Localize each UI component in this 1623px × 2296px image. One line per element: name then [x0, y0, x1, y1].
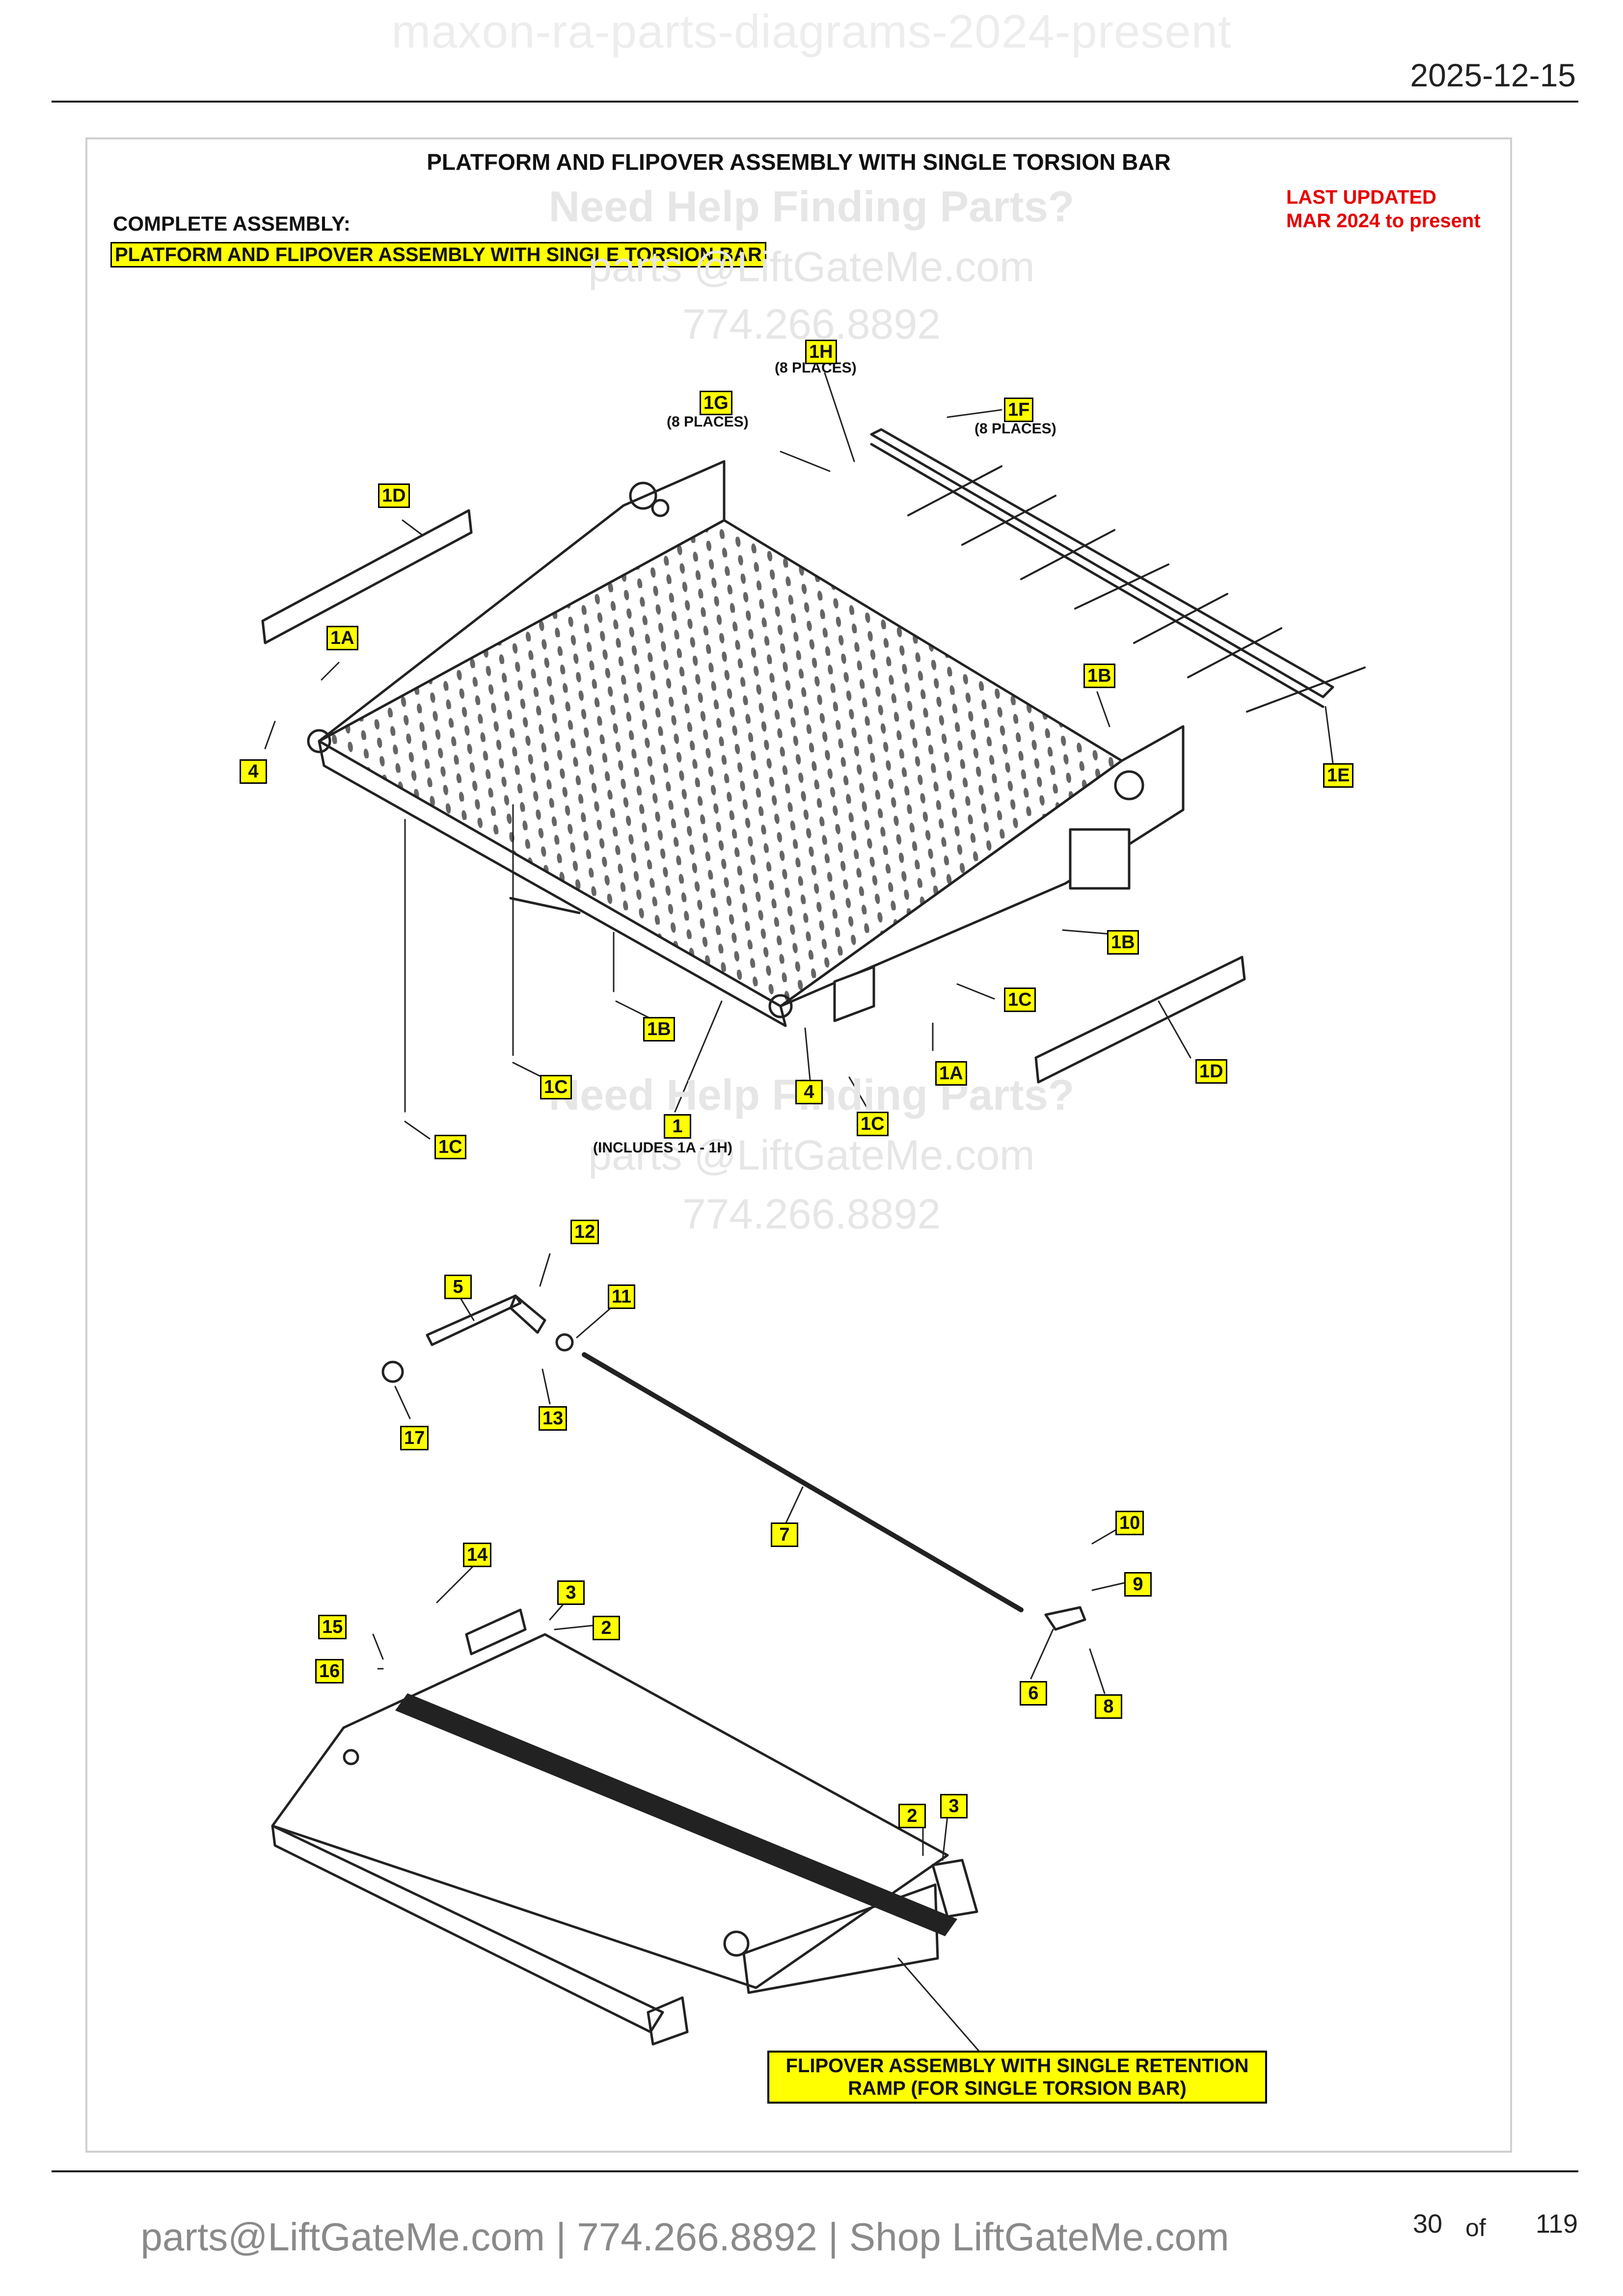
footer-contact-links[interactable]: parts@LiftGateMe.com | 774.266.8892 | Sh… — [140, 2215, 1229, 2259]
callout-6[interactable]: 6 — [1020, 1681, 1047, 1706]
callout-1c-mid[interactable]: 1C — [540, 1075, 572, 1099]
watermark-email-1: parts @LiftGateMe.com — [588, 243, 1035, 291]
bolt-row-1f — [907, 465, 1366, 713]
page-of: of — [1465, 2214, 1486, 2242]
callout-1d-upper[interactable]: 1D — [378, 483, 410, 508]
flipover-assembly — [271, 1608, 978, 2046]
callout-1b-lower-right[interactable]: 1B — [1107, 930, 1139, 955]
callout-1a-front[interactable]: 1A — [935, 1061, 967, 1086]
footer-rule — [52, 2170, 1578, 2172]
callout-1g[interactable]: 1G — [700, 391, 732, 415]
note-1g-places: (8 PLACES) — [667, 414, 749, 430]
callout-2-upper[interactable]: 2 — [593, 1616, 620, 1640]
note-1-includes: (INCLUDES 1A - 1H) — [593, 1140, 732, 1156]
callout-14[interactable]: 14 — [463, 1543, 492, 1567]
platform-assembly — [307, 460, 1185, 1027]
last-updated-range: MAR 2024 to present — [1286, 210, 1481, 232]
callout-3-upper[interactable]: 3 — [557, 1580, 585, 1605]
leader-lines-flipover — [372, 1562, 980, 2053]
callout-1f[interactable]: 1F — [1004, 398, 1034, 422]
callout-9[interactable]: 9 — [1124, 1572, 1152, 1597]
callout-13[interactable]: 13 — [539, 1406, 568, 1431]
callout-1a-left[interactable]: 1A — [326, 626, 358, 650]
callout-1c-left[interactable]: 1C — [434, 1135, 466, 1159]
callout-5[interactable]: 5 — [444, 1275, 472, 1299]
callout-1-platform[interactable]: 1 — [664, 1114, 691, 1139]
callout-1e[interactable]: 1E — [1323, 763, 1354, 788]
diagram-title: PLATFORM AND FLIPOVER ASSEMBLY WITH SING… — [427, 149, 1171, 175]
last-updated-label: LAST UPDATED — [1286, 187, 1436, 208]
page-current: 30 — [1413, 2209, 1443, 2239]
callout-1b-front[interactable]: 1B — [643, 1017, 675, 1041]
torsion-bar-assembly — [381, 1294, 1086, 1631]
callout-17[interactable]: 17 — [400, 1426, 429, 1450]
watermark-email-2: parts @LiftGateMe.com — [588, 1132, 1035, 1179]
callout-1c-right[interactable]: 1C — [1004, 988, 1036, 1012]
callout-1b-right[interactable]: 1B — [1083, 664, 1115, 688]
callout-1d-lower[interactable]: 1D — [1195, 1059, 1227, 1084]
callout-2-lower[interactable]: 2 — [898, 1804, 926, 1828]
callout-4-left[interactable]: 4 — [240, 759, 267, 784]
leader-lines-torsion — [394, 1253, 1125, 1694]
callout-3-lower[interactable]: 3 — [940, 1794, 968, 1818]
watermark-phone-2: 774.266.8892 — [682, 1191, 941, 1238]
flipover-assembly-label: FLIPOVER ASSEMBLY WITH SINGLE RETENTION … — [767, 2051, 1267, 2104]
callout-7[interactable]: 7 — [771, 1522, 798, 1547]
document-date: 2025-12-15 — [1410, 57, 1576, 93]
callout-16[interactable]: 16 — [315, 1659, 344, 1683]
callout-15[interactable]: 15 — [318, 1615, 347, 1639]
callout-12[interactable]: 12 — [570, 1220, 599, 1244]
page-total: 119 — [1536, 2209, 1578, 2239]
trim-1d-right — [1034, 956, 1246, 1084]
callout-4-front[interactable]: 4 — [795, 1080, 823, 1104]
callout-8[interactable]: 8 — [1095, 1694, 1122, 1719]
callout-1c-front[interactable]: 1C — [857, 1112, 889, 1136]
watermark-help-1: Need Help Finding Parts? — [548, 182, 1075, 231]
callout-10[interactable]: 10 — [1115, 1511, 1144, 1535]
header-rule — [52, 101, 1578, 103]
watermark-title: maxon-ra-parts-diagrams-2024-present — [391, 5, 1232, 58]
note-1f-places: (8 PLACES) — [974, 421, 1056, 437]
callout-1h[interactable]: 1H — [805, 340, 837, 364]
retainer-bar-1e — [870, 428, 1334, 708]
callout-11[interactable]: 11 — [608, 1284, 636, 1309]
trim-1d-left — [261, 509, 473, 644]
leader-lines-platform — [264, 372, 1334, 1140]
diagram-frame — [85, 137, 1512, 2153]
complete-assembly-value: PLATFORM AND FLIPOVER ASSEMBLY WITH SING… — [110, 242, 766, 267]
complete-assembly-label: COMPLETE ASSEMBLY: — [113, 212, 351, 235]
last-updated: LAST UPDATED MAR 2024 to present — [1286, 186, 1481, 233]
